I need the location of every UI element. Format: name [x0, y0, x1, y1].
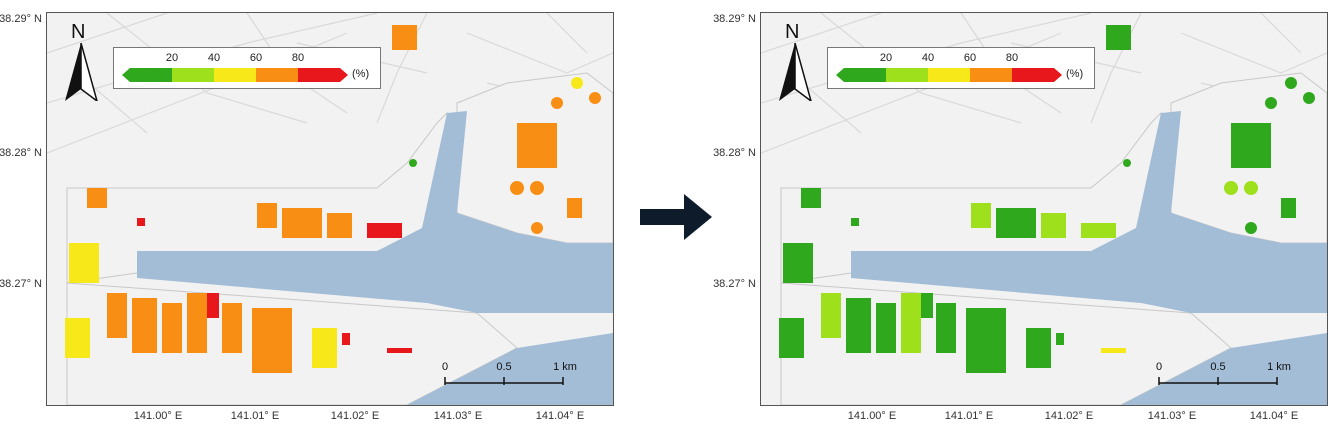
lon-label: 141.04° E	[535, 410, 585, 422]
scale-label: 0.5	[1210, 361, 1226, 373]
building-footprints	[779, 25, 1315, 373]
transition-arrow-icon	[640, 194, 712, 240]
north-arrow-icon	[65, 43, 98, 101]
scale-label: 0	[1155, 361, 1163, 373]
lon-label: 141.02° E	[1044, 410, 1094, 422]
water	[137, 111, 613, 405]
legend-tick: 80	[1005, 52, 1019, 64]
legend-unit: (%)	[352, 68, 370, 80]
scale-label: 1 km	[553, 361, 577, 373]
lon-label: 141.00° E	[847, 410, 897, 422]
lat-label: 38.27° N	[713, 278, 756, 290]
map-canvas	[47, 13, 613, 405]
legend-swatch	[256, 68, 298, 82]
lon-label: 141.00° E	[133, 410, 183, 422]
scale-label: 0	[441, 361, 449, 373]
legend-tick: 40	[207, 52, 221, 64]
lat-label: 38.27° N	[0, 278, 42, 290]
legend-colorbar	[122, 68, 348, 82]
lon-label: 141.02° E	[330, 410, 380, 422]
map-frame: 20 40 60 80 (%) N 0 0.5 1 km	[760, 12, 1328, 406]
legend-colorbar	[836, 68, 1062, 82]
legend-arrow-right	[1054, 68, 1062, 82]
legend-arrow-left	[836, 68, 844, 82]
legend-swatch	[298, 68, 340, 82]
legend-tick: 80	[291, 52, 305, 64]
legend-arrow-left	[122, 68, 130, 82]
north-label: N	[71, 21, 86, 43]
lon-label: 141.04° E	[1249, 410, 1299, 422]
legend-swatch	[214, 68, 256, 82]
north-label: N	[785, 21, 800, 43]
lon-label: 141.03° E	[433, 410, 483, 422]
legend-tick: 60	[249, 52, 263, 64]
legend-swatch	[928, 68, 970, 82]
water	[851, 111, 1327, 405]
legend-tick: 20	[879, 52, 893, 64]
legend-unit: (%)	[1066, 68, 1084, 80]
legend-tick: 60	[963, 52, 977, 64]
scale-label: 0.5	[496, 361, 512, 373]
map-canvas	[761, 13, 1327, 405]
color-legend: 20 40 60 80 (%)	[113, 47, 381, 89]
legend-arrow-right	[340, 68, 348, 82]
legend-swatch	[172, 68, 214, 82]
lon-label: 141.01° E	[944, 410, 994, 422]
lat-label: 38.29° N	[0, 13, 42, 25]
legend-tick: 20	[165, 52, 179, 64]
legend-swatch	[970, 68, 1012, 82]
scale-label: 1 km	[1267, 361, 1291, 373]
lat-label: 38.29° N	[713, 13, 756, 25]
lat-label: 38.28° N	[0, 147, 42, 159]
map-frame: 20 40 60 80 (%) N 0 0.5 1 km	[46, 12, 614, 406]
building-footprints	[65, 25, 601, 373]
north-arrow-icon	[779, 43, 812, 101]
legend-swatch	[1012, 68, 1054, 82]
lon-label: 141.03° E	[1147, 410, 1197, 422]
color-legend: 20 40 60 80 (%)	[827, 47, 1095, 89]
lat-label: 38.28° N	[713, 147, 756, 159]
legend-swatch	[886, 68, 928, 82]
legend-tick: 40	[921, 52, 935, 64]
legend-swatch	[130, 68, 172, 82]
lon-label: 141.01° E	[230, 410, 280, 422]
scale-bar	[1158, 377, 1278, 385]
legend-swatch	[844, 68, 886, 82]
scale-bar	[444, 377, 564, 385]
